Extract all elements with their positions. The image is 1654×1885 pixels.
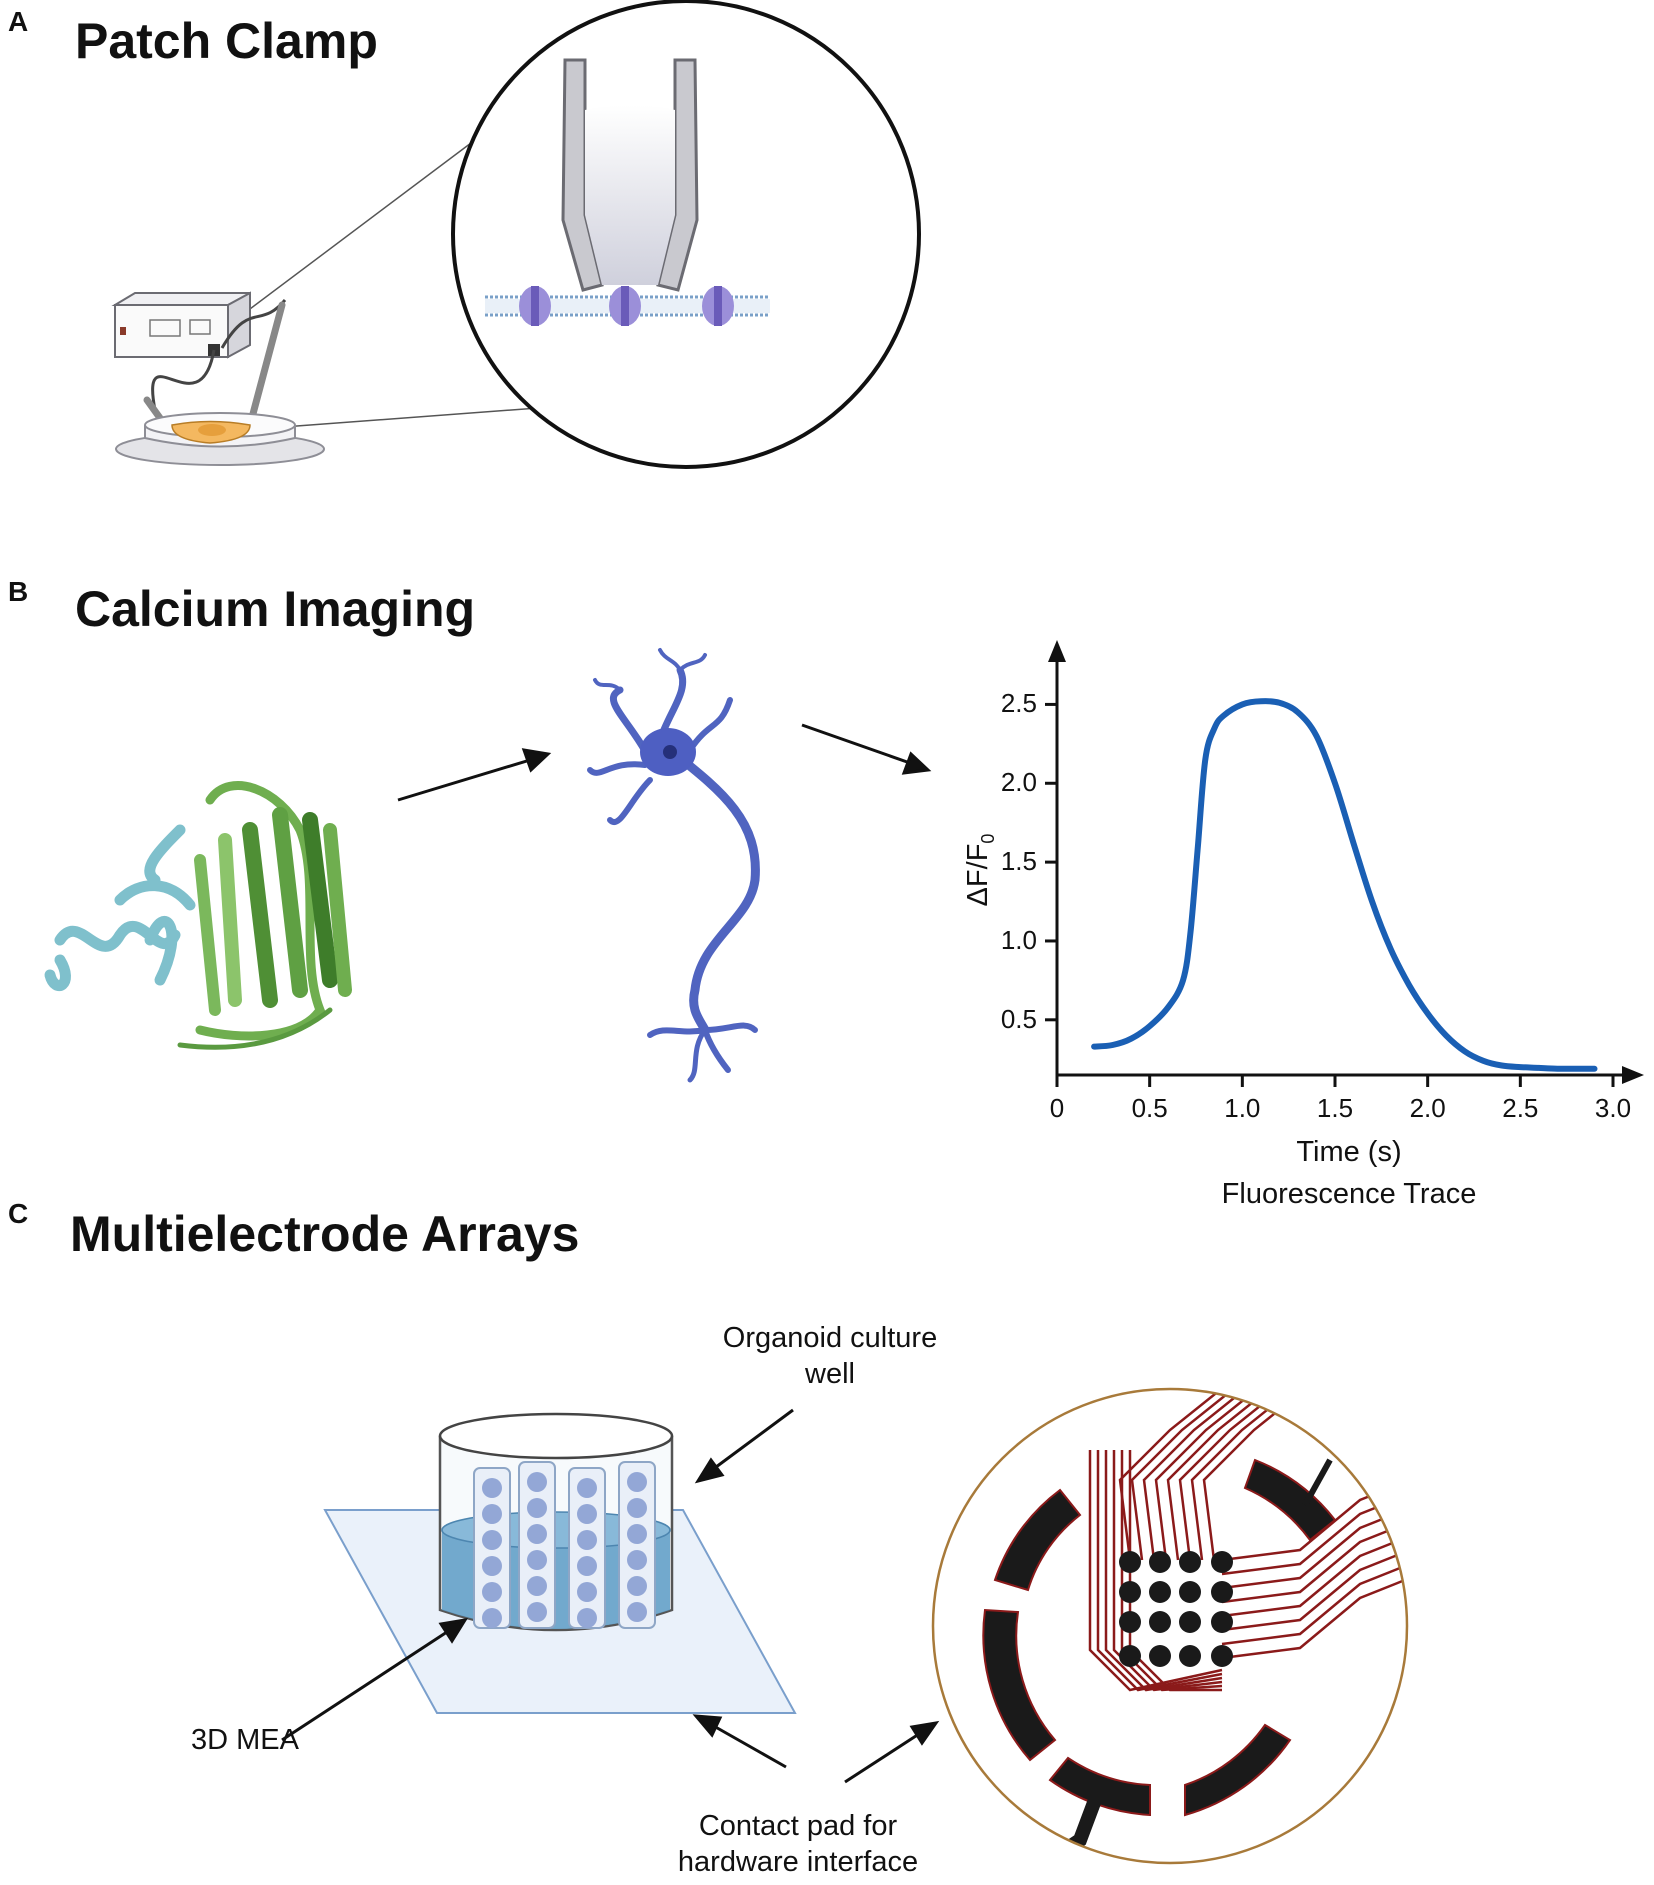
neuron-nucleus [663,745,677,759]
mea-shank-2 [518,1461,556,1629]
chart-y-axis-label-sub: 0 [977,833,998,844]
ion-channel-3 [702,286,734,326]
well-label-line2: well [805,1358,855,1390]
culture-dish [115,412,325,466]
pad-arcs [982,1458,1337,1817]
chart-ticks [1045,702,1615,1087]
fluorescence-trace-chart [1045,640,1644,1087]
panel-title-c: Multielectrode Arrays [70,1206,580,1262]
x-tick-label-2: 1.0 [1224,1093,1261,1123]
mea-shank-4 [618,1461,656,1629]
zoom-circle [453,1,919,467]
chart-y-axis-label-main: ΔF/F [962,843,994,907]
pad-lead-wire [1302,1458,1333,1507]
x-tick-label-1: 0.5 [1131,1093,1168,1123]
pad-electrode-0-2 [1179,1551,1201,1573]
chart-axes [1048,640,1644,1084]
pad-electrode-2-3 [1211,1611,1233,1633]
pad-electrode-2-1 [1149,1611,1171,1633]
arrow-pad [844,1730,923,1784]
panel-title-b: Calcium Imaging [75,581,476,637]
pad-label-line2: hardware interface [677,1846,919,1878]
mea-shank-3 [568,1467,606,1629]
pad-electrode-2-2 [1179,1611,1201,1633]
y-tick-label-4: 2.5 [1000,688,1037,719]
y-tick-label-1: 1.0 [1000,924,1037,955]
cable-right [220,299,287,349]
mea-illustration [281,1387,1409,1865]
pad-electrode-1-1 [1149,1581,1171,1603]
mea-shank-1 [473,1467,511,1629]
contact-pad-circle [933,1389,1407,1863]
panel-letter-b: B [8,576,29,607]
pad-electrode-0-0 [1119,1551,1141,1573]
electrode-right [246,301,286,429]
cable-left [151,349,216,411]
x-tick-label-0: 0 [1049,1093,1065,1123]
panel-title-a: Patch Clamp [75,13,378,69]
well-label: Organoid culture well [680,1320,980,1392]
pad-electrode-1-2 [1179,1581,1201,1603]
pad-electrode-3-3 [1211,1645,1233,1667]
neuron [587,648,760,1083]
panel-letter-a: A [8,6,29,37]
pad-electrode-0-1 [1149,1551,1171,1573]
ion-channel-2 [609,286,641,326]
chart-x-axis-label: Time (s) [1296,1136,1402,1168]
amplifier [111,291,251,359]
patch-clamp-illustration [111,0,921,469]
pad-electrode-grid [1119,1551,1233,1667]
arrow-protein-to-neuron [397,748,552,802]
trace-line-series-1 [1091,698,1598,1072]
x-axis-arrowhead [1622,1066,1644,1084]
arrow-plate [711,1723,787,1769]
pad-electrode-3-2 [1179,1645,1201,1667]
calcium-imaging-illustration [44,648,932,1083]
x-tick-label-4: 2.0 [1409,1093,1446,1123]
pad-electrode-0-3 [1211,1551,1233,1573]
zoom-line-top [221,139,476,331]
chart-title: Fluorescence Trace [1221,1178,1477,1210]
pad-electrode-3-0 [1119,1645,1141,1667]
mea-electrode-shanks [473,1461,656,1629]
y-tick-label-0: 0.5 [1000,1003,1037,1034]
arrow-mea [281,1628,451,1742]
mea-label: 3D MEA [191,1724,299,1756]
x-tick-label-6: 3.0 [1594,1093,1632,1123]
pipette-solution [585,105,675,285]
x-tick-label-3: 1.5 [1316,1093,1354,1123]
arrow-well [711,1408,794,1472]
pad-electrode-1-3 [1211,1581,1233,1603]
well-label-line1: Organoid culture [722,1322,938,1354]
y-tick-label-2: 1.5 [1000,846,1037,877]
ion-channel-1 [519,286,551,326]
y-axis-arrowhead [1048,640,1066,662]
pad-electrode-1-0 [1119,1581,1141,1603]
pad-label-line1: Contact pad for [698,1810,898,1842]
pad-electrode-3-1 [1149,1645,1171,1667]
pad-label: Contact pad for hardware interface [648,1808,948,1880]
chart-y-axis-label: ΔF/F0 [962,810,999,930]
arrow-neuron-to-chart [801,723,932,775]
y-tick-label-3: 2.0 [1000,767,1037,798]
x-tick-label-5: 2.5 [1502,1093,1539,1123]
gcamp-protein [44,781,352,1050]
pad-electrode-2-0 [1119,1611,1141,1633]
panel-letter-c: C [8,1198,29,1229]
